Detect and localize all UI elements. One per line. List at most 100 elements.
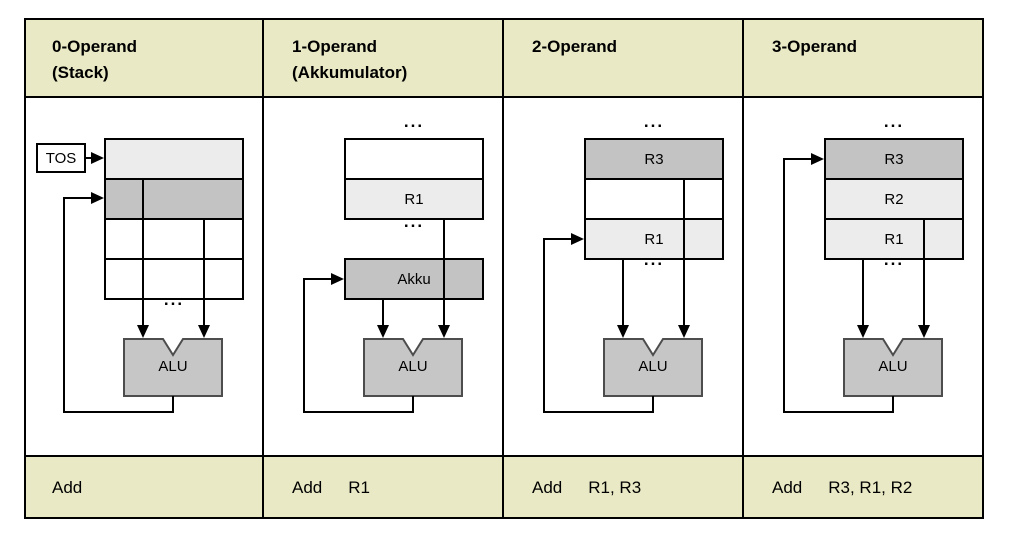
operands: R3, R1, R2 [828,478,913,497]
feedback-line-bottom [543,411,654,413]
feedback-line-bottom [783,411,894,413]
stack-cell-4 [104,258,244,300]
alu-input-arrowhead-icon [678,325,690,338]
instruction-3operand: Add R3, R1, R2 [772,457,912,519]
feedback-line-bottom [303,411,414,413]
mnemonic: Add [532,478,563,497]
header-line: 3-Operand [772,37,858,56]
alu-label: ALU [158,358,188,375]
instruction-0operand: Add [52,457,108,519]
operands: R1, R3 [588,478,642,497]
feedback-arrowhead-icon [811,153,824,165]
column-divider [742,18,744,519]
stack-cell-1 [104,138,244,180]
register-label: R1 [404,190,424,208]
alu-input-arrowhead-icon [857,325,869,338]
register-cell-r3: R3 [824,138,964,180]
tos-arrow-line [86,157,93,159]
column-header-3operand: 3-Operand [772,34,857,60]
header-line: 0-Operand [52,37,138,56]
alu-output-line [652,396,654,413]
footer-band [24,457,984,519]
register-label: R3 [644,150,664,168]
alu-shape [843,338,943,397]
alu-label: ALU [398,358,428,375]
instruction-1operand: Add R1 [292,457,370,519]
register-cell-r2: R2 [824,178,964,220]
register-label: R3 [884,150,904,168]
operand-line-left [142,178,144,326]
register-label: R1 [644,230,664,248]
feedback-line-vertical [63,197,65,413]
register-label: R1 [884,230,904,248]
operand-line-right [923,218,925,326]
operands: R1 [348,478,370,497]
header-line: 1-Operand [292,37,378,56]
register-cell-r1: R1 [824,218,964,260]
operand-line-left [862,258,864,326]
akku-label: Akku [397,270,431,288]
feedback-line-vertical [303,278,305,413]
alu-shape [123,338,223,397]
alu-input-arrowhead-icon [438,325,450,338]
feedback-arrowhead-icon [331,273,344,285]
ellipsis-bottom: ... [883,250,905,269]
feedback-line-top [543,238,572,240]
register-cell-r1: R1 [344,178,484,220]
ellipsis-bottom: ... [403,212,425,231]
operand-line-left [622,258,624,326]
feedback-line-top [783,158,812,160]
alu-output-line [412,396,414,413]
alu-label: ALU [638,358,668,375]
instruction-2operand: Add R1, R3 [532,457,641,519]
operand-line-left [382,298,384,326]
tos-box: TOS [36,143,86,173]
column-divider [262,18,264,519]
column-header-0operand: 0-Operand (Stack) [52,34,137,86]
alu-shape [603,338,703,397]
feedback-arrowhead-icon [571,233,584,245]
mnemonic: Add [292,478,323,497]
register-label: R2 [884,190,904,208]
feedback-line-bottom [63,411,174,413]
ellipsis-bottom: ... [163,290,185,309]
ellipsis-top: ... [883,112,905,131]
alu-input-arrowhead-icon [137,325,149,338]
alu-output-line [172,396,174,413]
stack-cell-3 [104,218,244,260]
alu-input-arrowhead-icon [617,325,629,338]
mnemonic: Add [52,478,83,497]
tos-arrowhead-icon [91,152,104,164]
header-line: (Stack) [52,63,109,82]
alu-input-arrowhead-icon [198,325,210,338]
register-cell-empty [584,178,724,220]
alu-label: ALU [878,358,908,375]
feedback-line-vertical [543,238,545,413]
header-line: 2-Operand [532,37,618,56]
tos-label: TOS [45,149,77,167]
alu-input-arrowhead-icon [918,325,930,338]
feedback-line-vertical [783,158,785,413]
alu-output-line [892,396,894,413]
ellipsis-bottom: ... [643,250,665,269]
feedback-arrowhead-icon [91,192,104,204]
footer-divider [24,455,984,457]
feedback-line-top [63,197,92,199]
header-band [24,18,984,98]
column-header-1operand: 1-Operand (Akkumulator) [292,34,407,86]
alu-input-arrowhead-icon [377,325,389,338]
register-cell-r1: R1 [584,218,724,260]
alu-shape [363,338,463,397]
header-line: (Akkumulator) [292,63,408,82]
mnemonic: Add [772,478,803,497]
ellipsis-top: ... [403,112,425,131]
feedback-line-top [303,278,332,280]
table-outer-border [24,18,984,519]
column-divider [502,18,504,519]
operand-line-right [683,178,685,326]
ellipsis-top: ... [643,112,665,131]
operand-line-right [203,218,205,326]
operand-line-right [443,218,445,326]
header-divider [24,96,984,98]
